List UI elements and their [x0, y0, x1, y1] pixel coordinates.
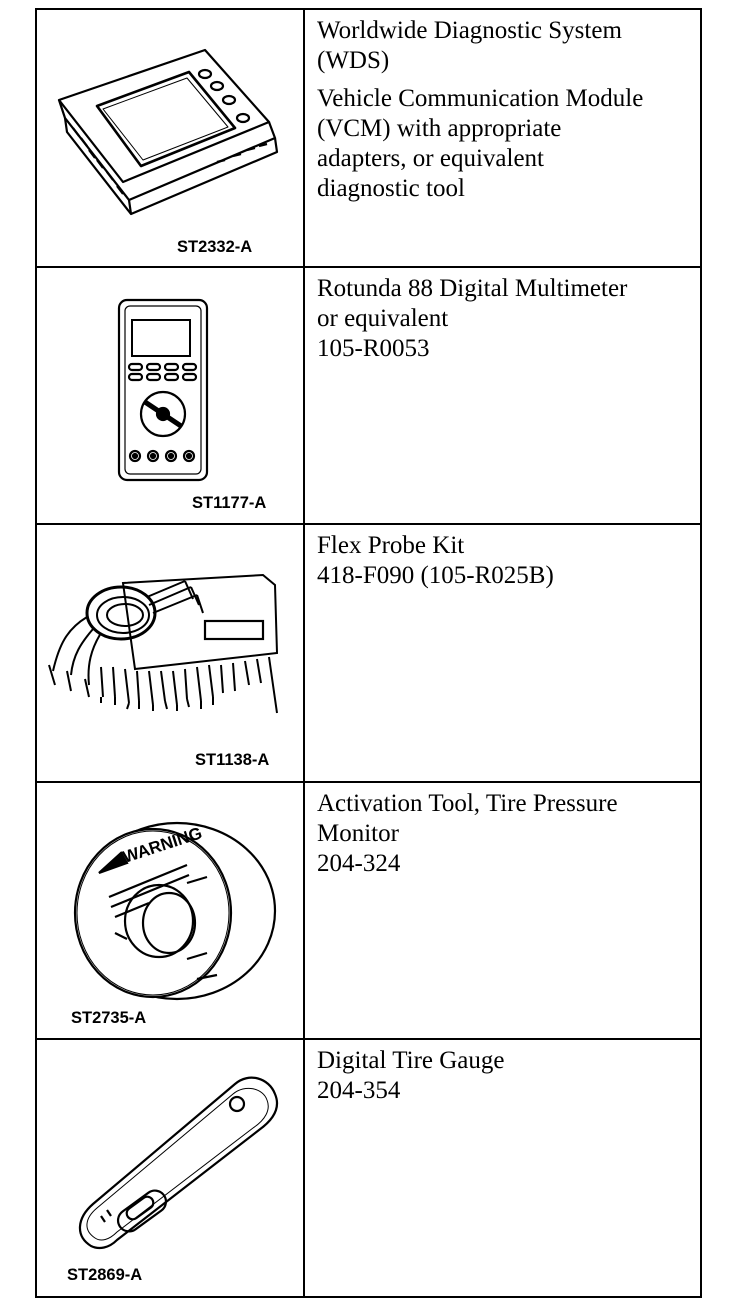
flex-probe-kit-icon — [48, 574, 279, 714]
table-row: ST2332-A Worldwide Diagnostic System (WD… — [35, 8, 702, 268]
description-line: Monitor — [317, 819, 399, 847]
description-line: (VCM) with appropriate — [317, 115, 562, 142]
description-line: 204-324 — [317, 849, 401, 877]
description-line: (WDS) — [317, 47, 390, 74]
figure-reference: ST2869-A — [67, 1266, 143, 1285]
description-paragraph: Vehicle Communication Module (VCM) with … — [317, 84, 690, 204]
tool-description-cell: Rotunda 88 Digital Multimeter or equival… — [303, 265, 702, 526]
figure-reference: ST2735-A — [71, 1008, 147, 1027]
table-row: ST1177-A Rotunda 88 Digital Multimeter o… — [35, 265, 702, 526]
description-paragraph: Worldwide Diagnostic System (WDS) — [317, 16, 690, 76]
description-paragraph: Flex Probe Kit 418-F090 (105-R025B) — [317, 531, 690, 591]
tool-illustration-cell: WARNING ST2735-A — [35, 780, 305, 1041]
special-tools-table: ST2332-A Worldwide Diagnostic System (WD… — [35, 8, 702, 1298]
description-line: Vehicle Communication Module — [317, 85, 644, 112]
figure-reference: ST1138-A — [195, 751, 270, 770]
description-paragraph: Digital Tire Gauge 204-354 — [317, 1046, 690, 1106]
tool-description-cell: Worldwide Diagnostic System (WDS) Vehicl… — [303, 8, 702, 268]
description-line: Worldwide Diagnostic System — [317, 17, 622, 44]
description-line: adapters, or equivalent — [317, 145, 544, 172]
description-line: Digital Tire Gauge — [317, 1047, 505, 1075]
tool-description-cell: Activation Tool, Tire Pressure Monitor 2… — [303, 780, 702, 1041]
tool-illustration-cell: ST2869-A — [35, 1038, 305, 1298]
description-line: 105-R0053 — [317, 334, 430, 362]
tool-description-cell: Digital Tire Gauge 204-354 — [303, 1038, 702, 1298]
description-paragraph: Activation Tool, Tire Pressure Monitor 2… — [317, 789, 690, 879]
description-line: or equivalent — [317, 304, 449, 332]
description-paragraph: Rotunda 88 Digital Multimeter or equival… — [317, 274, 690, 364]
digital-multimeter-icon — [117, 298, 209, 481]
description-line: Flex Probe Kit — [317, 532, 465, 560]
digital-tire-gauge-icon — [78, 1076, 279, 1250]
table-row: ST1138-A Flex Probe Kit 418-F090 (105-R0… — [35, 523, 702, 783]
table-row: WARNING ST2735-A Activation Tool, Tire P… — [35, 780, 702, 1041]
tool-description-cell: Flex Probe Kit 418-F090 (105-R025B) — [303, 523, 702, 783]
description-line: Rotunda 88 Digital Multimeter — [317, 274, 628, 302]
tool-illustration-cell: ST2332-A — [35, 8, 305, 268]
description-line: Activation Tool, Tire Pressure — [317, 789, 618, 817]
description-line: 418-F090 (105-R025B) — [317, 562, 554, 590]
tool-illustration-cell: ST1177-A — [35, 265, 305, 526]
tool-illustration-cell: ST1138-A — [35, 523, 305, 783]
diagnostic-tablet-icon — [57, 48, 279, 216]
figure-reference: ST2332-A — [177, 238, 253, 256]
description-line: 204-354 — [317, 1077, 401, 1105]
table-row: ST2869-A Digital Tire Gauge 204-354 — [35, 1038, 702, 1298]
figure-reference: ST1177-A — [192, 493, 267, 512]
description-line: diagnostic tool — [317, 175, 465, 202]
tire-pressure-activation-tool-icon: WARNING — [73, 821, 277, 1000]
